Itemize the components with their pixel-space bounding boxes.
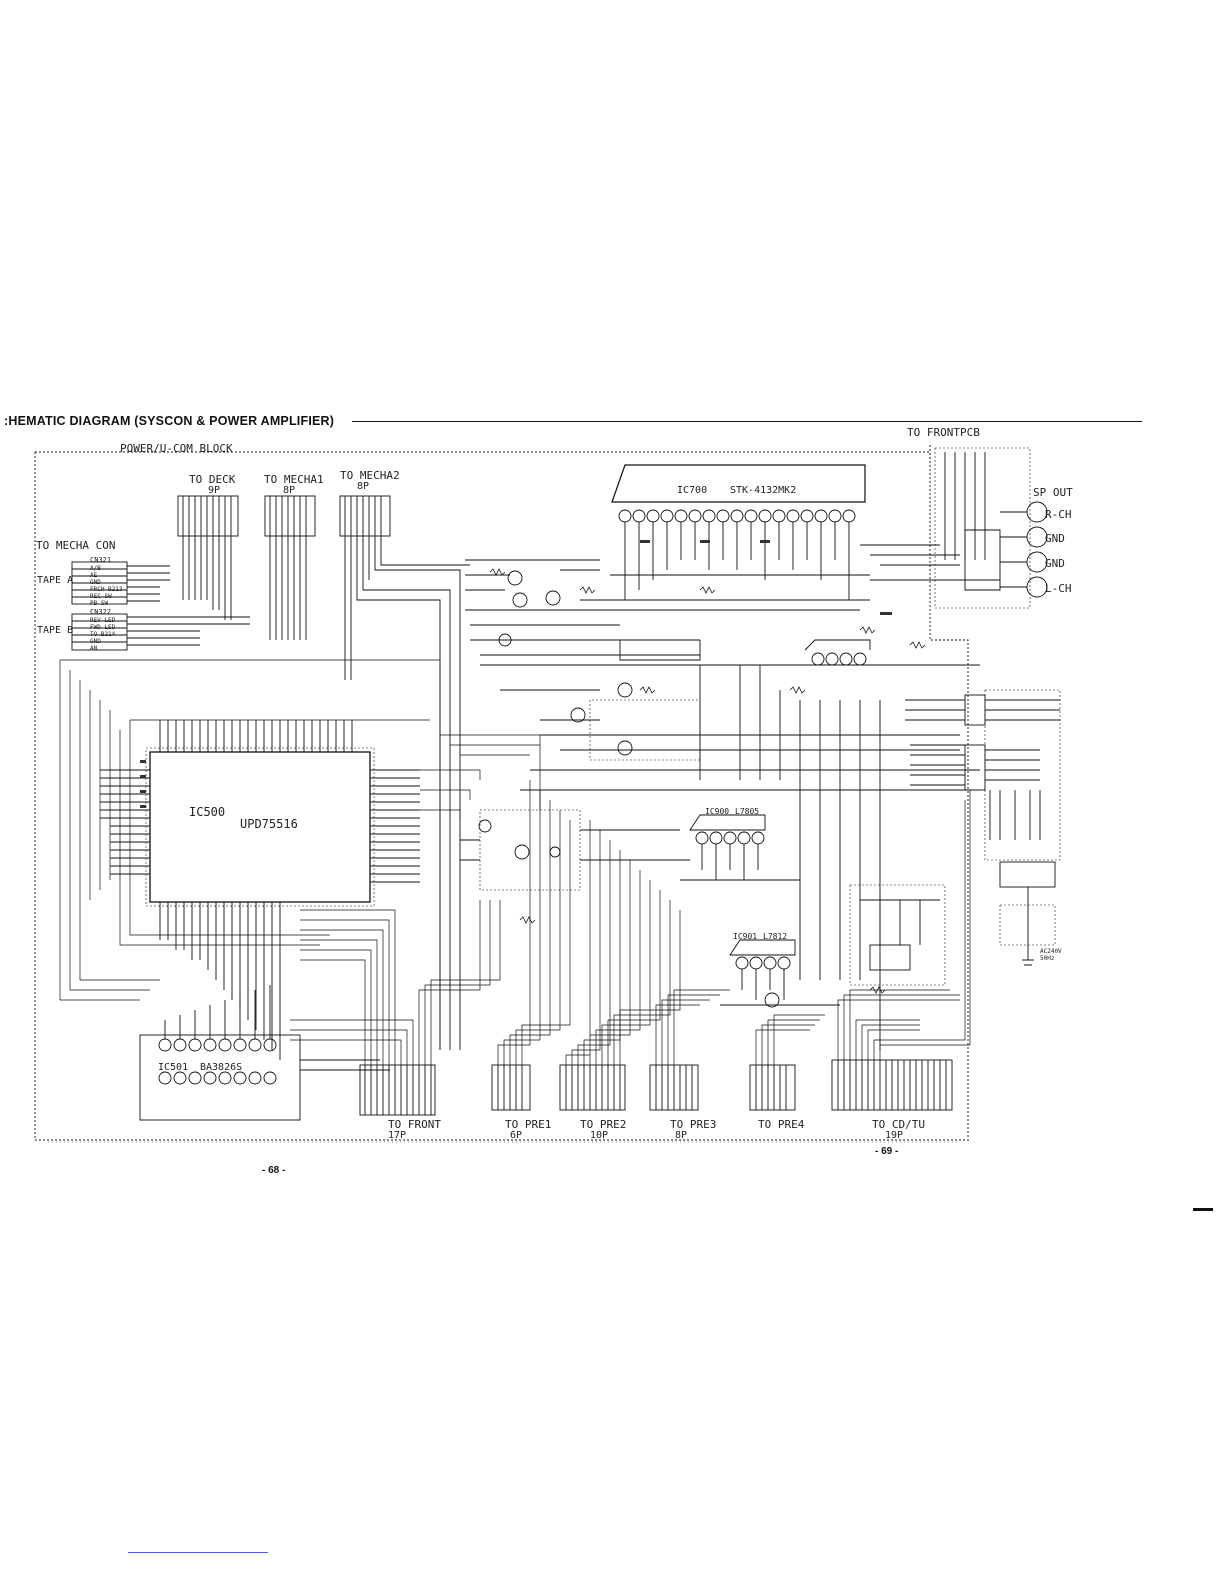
to-deck-connector (177, 495, 239, 620)
to-cdtu-label: TO CD/TU (872, 1118, 925, 1131)
diagram-title: :HEMATIC DIAGRAM (SYSCON & POWER AMPLIFI… (4, 414, 335, 428)
to-mecha1-label: TO MECHA1 (264, 473, 324, 486)
ic501-part: BA3826S (200, 1062, 243, 1073)
bottom-connectors (359, 1059, 953, 1116)
to-pre1-label: TO PRE1 (505, 1118, 552, 1131)
to-cdtu-pins: 19P (885, 1130, 904, 1141)
tape-a-pin-5: REC SW (90, 593, 112, 600)
tape-a-label: TAPE A (37, 575, 74, 586)
to-mecha2-label: TO MECHA2 (340, 469, 400, 482)
ic901-body (720, 939, 840, 1008)
bus-wiring (59, 659, 971, 1065)
board-outline-right (929, 445, 969, 1138)
speaker-output-network (860, 447, 1048, 609)
power-supply (849, 861, 1056, 986)
to-front-label: TO FRONT (388, 1118, 441, 1131)
tape-a-pin-3: GND (90, 579, 101, 586)
tape-a-pin-4: FRCH B213 (90, 586, 123, 593)
ic901-ref: IC901 (733, 932, 758, 941)
sp-gnd2-label: GND (1045, 557, 1065, 570)
sp-gnd1-label: GND (1045, 532, 1065, 545)
to-pre1-pins: 6P (510, 1130, 523, 1141)
ic500-ref: IC500 (189, 805, 226, 819)
ic900-body (680, 814, 800, 881)
to-mecha1-connector (264, 495, 316, 640)
ic900-part: L7805 (735, 807, 760, 816)
resistor-marks (489, 568, 926, 994)
cn321-label: CN321 (90, 556, 112, 564)
tape-b-pin-2: FWD LED (90, 624, 116, 631)
sp-rch-label: R-CH (1045, 508, 1072, 521)
to-pre2-pins: 10P (590, 1130, 609, 1141)
ic500-body (100, 720, 420, 1060)
tape-b-pin-1: REV LED (90, 617, 116, 624)
ic700-ref: IC700 (677, 485, 708, 496)
board-outline (34, 451, 970, 1141)
tape-a-pin-1: A/B (90, 565, 101, 572)
title-rule (352, 421, 1142, 422)
page-number-left: - 68 - (262, 1165, 286, 1176)
cn322-connector (71, 613, 250, 651)
tape-b-pin-4: GND (90, 638, 101, 645)
tape-b-pin-3: TO B214 (90, 631, 116, 638)
to-mecha-con-label: TO MECHA CON (36, 539, 116, 552)
ic501-ref: IC501 (158, 1062, 189, 1073)
to-pre4-label: TO PRE4 (758, 1118, 805, 1131)
ic901-part: L7812 (763, 932, 788, 941)
ac-input-label: AC240V 50Hz (1040, 948, 1062, 962)
to-mecha1-pins: 8P (283, 485, 296, 496)
edge-mark (1193, 1208, 1213, 1211)
to-pre2-label: TO PRE2 (580, 1118, 627, 1131)
footer-rule (128, 1552, 268, 1553)
tape-b-label: TAPE B (37, 625, 74, 636)
to-mecha2-connector (339, 495, 470, 1050)
transistor-group (460, 809, 690, 891)
ic500-part: UPD75516 (240, 817, 298, 831)
to-deck-label: TO DECK (189, 473, 236, 486)
sp-out-label: SP OUT (1033, 486, 1073, 499)
tape-a-pin-6: PB SW (90, 600, 109, 607)
mid-section (480, 639, 980, 1050)
to-mecha2-pins: 8P (357, 481, 370, 492)
right-connectors (905, 689, 1061, 861)
ic900-ref: IC900 (705, 807, 730, 816)
tape-a-pin-2: AE (90, 572, 98, 579)
to-pre3-pins: 8P (675, 1130, 688, 1141)
cn322-label: CN322 (90, 608, 112, 616)
ic700-part: STK-4132MK2 (730, 485, 797, 496)
to-frontpcb-label: TO FRONTPCB (907, 426, 980, 439)
ic700-body (560, 464, 870, 611)
to-pre3-label: TO PRE3 (670, 1118, 717, 1131)
tape-b-pin-5: AN (90, 645, 98, 652)
sp-lch-label: L-CH (1045, 582, 1072, 595)
driver-stage (465, 559, 701, 661)
to-front-pins: 17P (388, 1130, 407, 1141)
ic501-body (139, 985, 390, 1121)
to-deck-pins: 9P (208, 485, 221, 496)
page-number-right: - 69 - (875, 1146, 899, 1157)
cn321-connector (71, 561, 170, 605)
